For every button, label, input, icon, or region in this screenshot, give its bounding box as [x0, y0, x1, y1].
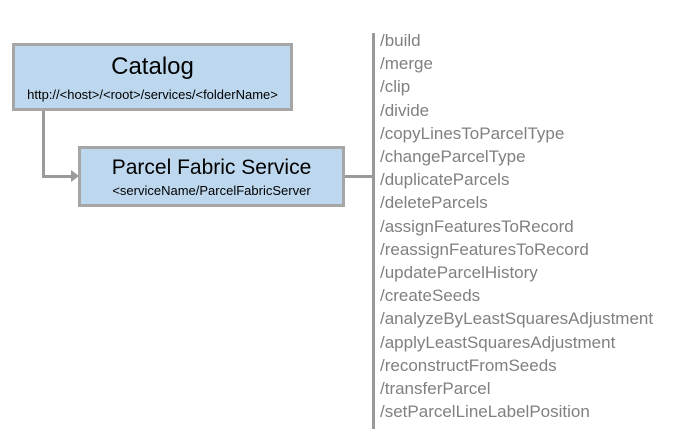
operation-item[interactable]: /createSeeds	[380, 286, 481, 306]
parcel-fabric-service-node: Parcel Fabric Service <serviceName/Parce…	[78, 146, 345, 207]
operation-item[interactable]: /reassignFeaturesToRecord	[380, 239, 589, 259]
operation-item[interactable]: /copyLinesToParcelType	[380, 123, 565, 143]
operation-item[interactable]: /deleteParcels	[380, 193, 488, 213]
catalog-node-url: http://<host>/<root>/services/<folderNam…	[27, 86, 278, 102]
catalog-node-title: Catalog	[111, 53, 194, 81]
parcel-fabric-service-path: <serviceName/ParcelFabricServer	[112, 182, 311, 198]
operation-item[interactable]: /setParcelLineLabelPosition	[380, 402, 590, 422]
operation-item[interactable]: /divide	[380, 100, 430, 120]
operation-item[interactable]: /changeParcelType	[380, 147, 526, 167]
operation-item[interactable]: /assignFeaturesToRecord	[380, 216, 574, 236]
connector-catalog-horizontal	[42, 175, 73, 178]
operation-item[interactable]: /merge	[380, 54, 433, 74]
operation-item[interactable]: /reconstructFromSeeds	[380, 355, 557, 375]
operations-list: /build/merge/clip/divide/copyLinesToParc…	[380, 29, 680, 423]
operation-item[interactable]: /transferParcel	[380, 379, 491, 399]
operation-item[interactable]: /clip	[380, 77, 411, 97]
connector-service-to-operations	[345, 175, 374, 178]
operation-item[interactable]: /build	[380, 31, 421, 50]
operations-divider	[372, 33, 375, 429]
operation-item[interactable]: /duplicateParcels	[380, 170, 510, 190]
arrow-right-icon	[71, 170, 79, 182]
parcel-fabric-service-title: Parcel Fabric Service	[111, 155, 312, 179]
catalog-node: Catalog http://<host>/<root>/services/<f…	[12, 43, 293, 111]
connector-catalog-vertical	[42, 111, 45, 178]
operation-item[interactable]: /updateParcelHistory	[380, 263, 538, 283]
operation-item[interactable]: /applyLeastSquaresAdjustment	[380, 332, 616, 352]
operation-item[interactable]: /analyzeByLeastSquaresAdjustment	[380, 309, 654, 329]
